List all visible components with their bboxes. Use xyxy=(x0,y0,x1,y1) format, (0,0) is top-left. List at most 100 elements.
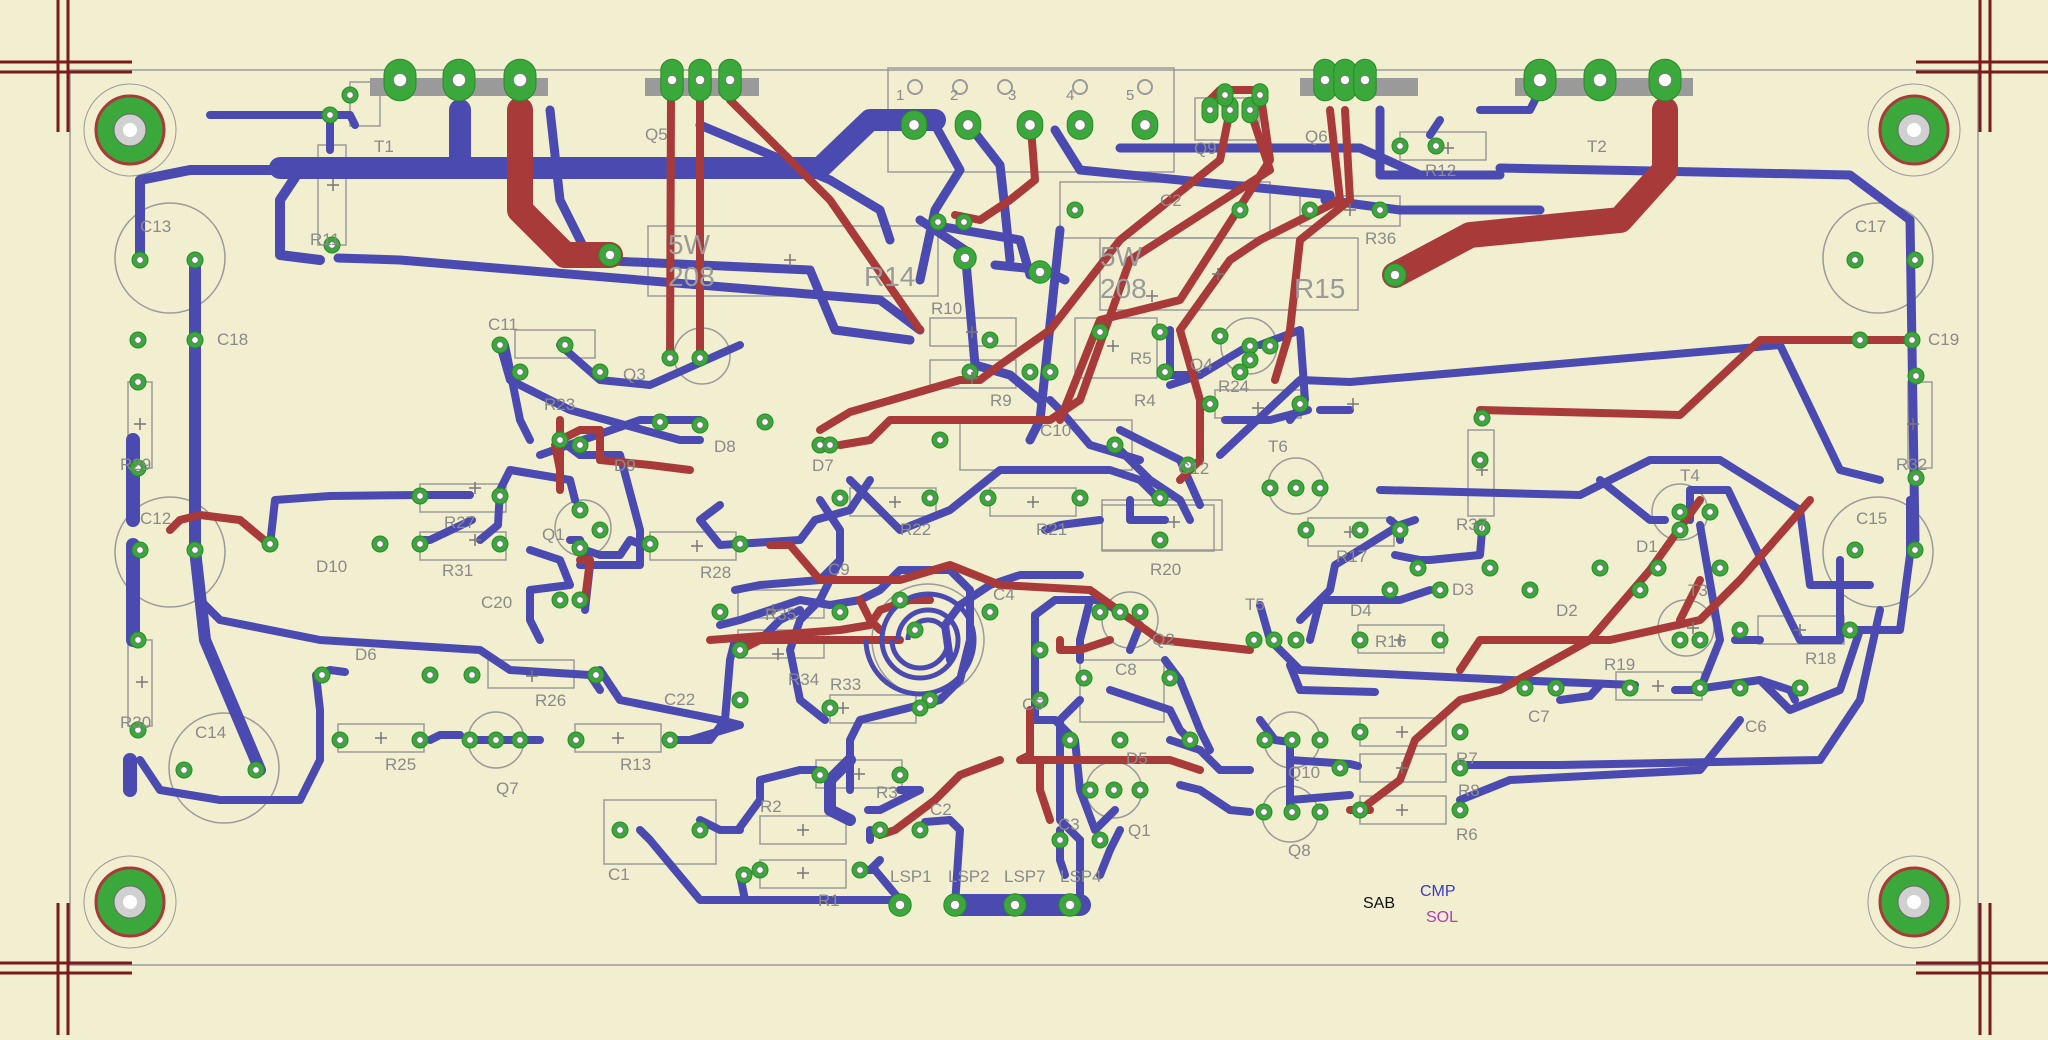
pad-hole xyxy=(451,72,467,88)
component-label-d2: D2 xyxy=(1556,601,1578,620)
pin-number: 1 xyxy=(896,87,904,104)
component-label-c22: C22 xyxy=(664,690,695,709)
pad-hole xyxy=(180,766,188,774)
component-label-r18: R18 xyxy=(1805,649,1836,668)
component-label-q5: Q5 xyxy=(645,125,668,144)
component-label-q8: Q8 xyxy=(1288,841,1311,860)
component-label-r9: R9 xyxy=(990,391,1012,410)
pad-hole xyxy=(336,736,344,744)
component-label-q1: Q1 xyxy=(1128,821,1151,840)
component-center-mark xyxy=(1027,496,1039,508)
pad-hole xyxy=(856,866,864,874)
power-resistor-r14: 5W 208 R14 xyxy=(668,229,915,292)
component-label-r22: R22 xyxy=(900,520,931,539)
component-label-d9: D9 xyxy=(614,456,636,475)
pad-hole xyxy=(1246,342,1254,350)
pad-hole xyxy=(761,418,769,426)
r15-line-2: 208 xyxy=(1100,273,1147,304)
pad-hole xyxy=(1676,508,1684,516)
pad-hole xyxy=(134,636,142,644)
pad-hole xyxy=(1596,564,1604,572)
component-label-c14: C14 xyxy=(195,723,226,742)
component-center-mark xyxy=(966,372,978,384)
pad-hole xyxy=(1156,328,1164,336)
pad-hole xyxy=(496,341,504,349)
pad-hole xyxy=(416,736,424,744)
pad-hole xyxy=(740,871,748,879)
component-center-mark xyxy=(767,604,779,616)
pad-hole xyxy=(1389,269,1401,281)
mounting-holes xyxy=(83,83,1961,949)
legend-cmp: CMP xyxy=(1420,883,1456,900)
pad-hole xyxy=(936,436,944,444)
pad-hole xyxy=(1856,336,1864,344)
component-label-lsp1: LSP1 xyxy=(890,867,932,886)
component-center-mark xyxy=(1347,398,1359,410)
pad-hole xyxy=(926,696,934,704)
pad-hole xyxy=(1096,608,1104,616)
component-label-r31: R31 xyxy=(442,561,473,580)
pad-hole xyxy=(1716,564,1724,572)
pad-hole xyxy=(1911,546,1919,554)
pad-hole xyxy=(1456,806,1464,814)
pad-hole xyxy=(1270,636,1278,644)
pad-hole xyxy=(1657,72,1673,88)
component-label-d5: D5 xyxy=(1126,749,1148,768)
component-label-r20: R20 xyxy=(1150,560,1181,579)
pad-hole xyxy=(656,418,664,426)
pad-hole xyxy=(1071,206,1079,214)
pad-hole xyxy=(1306,206,1314,214)
component-label-r30: R30 xyxy=(120,713,151,732)
pad-hole xyxy=(926,494,934,502)
component-label-r11: R11 xyxy=(310,230,340,249)
pad-hole xyxy=(592,671,600,679)
pad-hole xyxy=(1336,764,1344,772)
component-label-r8: R8 xyxy=(1458,781,1480,800)
pad-hole xyxy=(1261,736,1269,744)
pad-hole xyxy=(576,596,584,604)
pad-hole xyxy=(1526,586,1534,594)
component-center-mark xyxy=(1394,634,1406,646)
component-label-c12: C12 xyxy=(1178,459,1209,478)
component-center-mark xyxy=(469,482,481,494)
pad-hole xyxy=(1136,608,1144,616)
component-label-c4: C4 xyxy=(993,585,1015,604)
component-label-d4: D4 xyxy=(1350,601,1372,620)
r14-line-1: 5W xyxy=(668,229,711,260)
pad-hole xyxy=(1056,836,1064,844)
pad-hole xyxy=(1136,786,1144,794)
pad-hole xyxy=(346,91,354,99)
component-centers xyxy=(134,142,1919,879)
pad-hole xyxy=(1851,546,1859,554)
component-center-mark xyxy=(691,540,703,552)
component-label-r13: R13 xyxy=(620,755,651,774)
pad-hole xyxy=(1036,646,1044,654)
component-label-t3: T3 xyxy=(1688,581,1708,600)
pad-hole xyxy=(934,218,942,226)
pad-hole xyxy=(1319,74,1331,86)
component-label-c2b: C2 xyxy=(930,800,952,819)
component-label-r32: R32 xyxy=(1896,455,1927,474)
pad-hole xyxy=(736,696,744,704)
pad-hole xyxy=(1256,91,1264,99)
component-label-q2: Q2 xyxy=(1152,630,1175,649)
pad-hole xyxy=(1908,336,1916,344)
pad-hole xyxy=(1356,526,1364,534)
component-label-d8: D8 xyxy=(714,437,736,456)
component-label-r36: R36 xyxy=(1365,229,1396,248)
pad-hole xyxy=(416,492,424,500)
pad-hole xyxy=(1478,524,1486,532)
power-resistor-r15: 5W 208 R15 xyxy=(1100,241,1345,304)
pad-hole xyxy=(1478,414,1486,422)
pad-hole xyxy=(716,608,724,616)
pad-hole xyxy=(1186,736,1194,744)
pad-hole xyxy=(1292,484,1300,492)
pad-hole xyxy=(1292,636,1300,644)
pin-number: 2 xyxy=(950,87,958,104)
component-label-c19: C19 xyxy=(1928,330,1959,349)
pad-hole xyxy=(466,736,474,744)
component-label-r33: R33 xyxy=(830,675,861,694)
legend-sol: SOL xyxy=(1426,909,1458,926)
pad-hole xyxy=(1024,119,1036,131)
